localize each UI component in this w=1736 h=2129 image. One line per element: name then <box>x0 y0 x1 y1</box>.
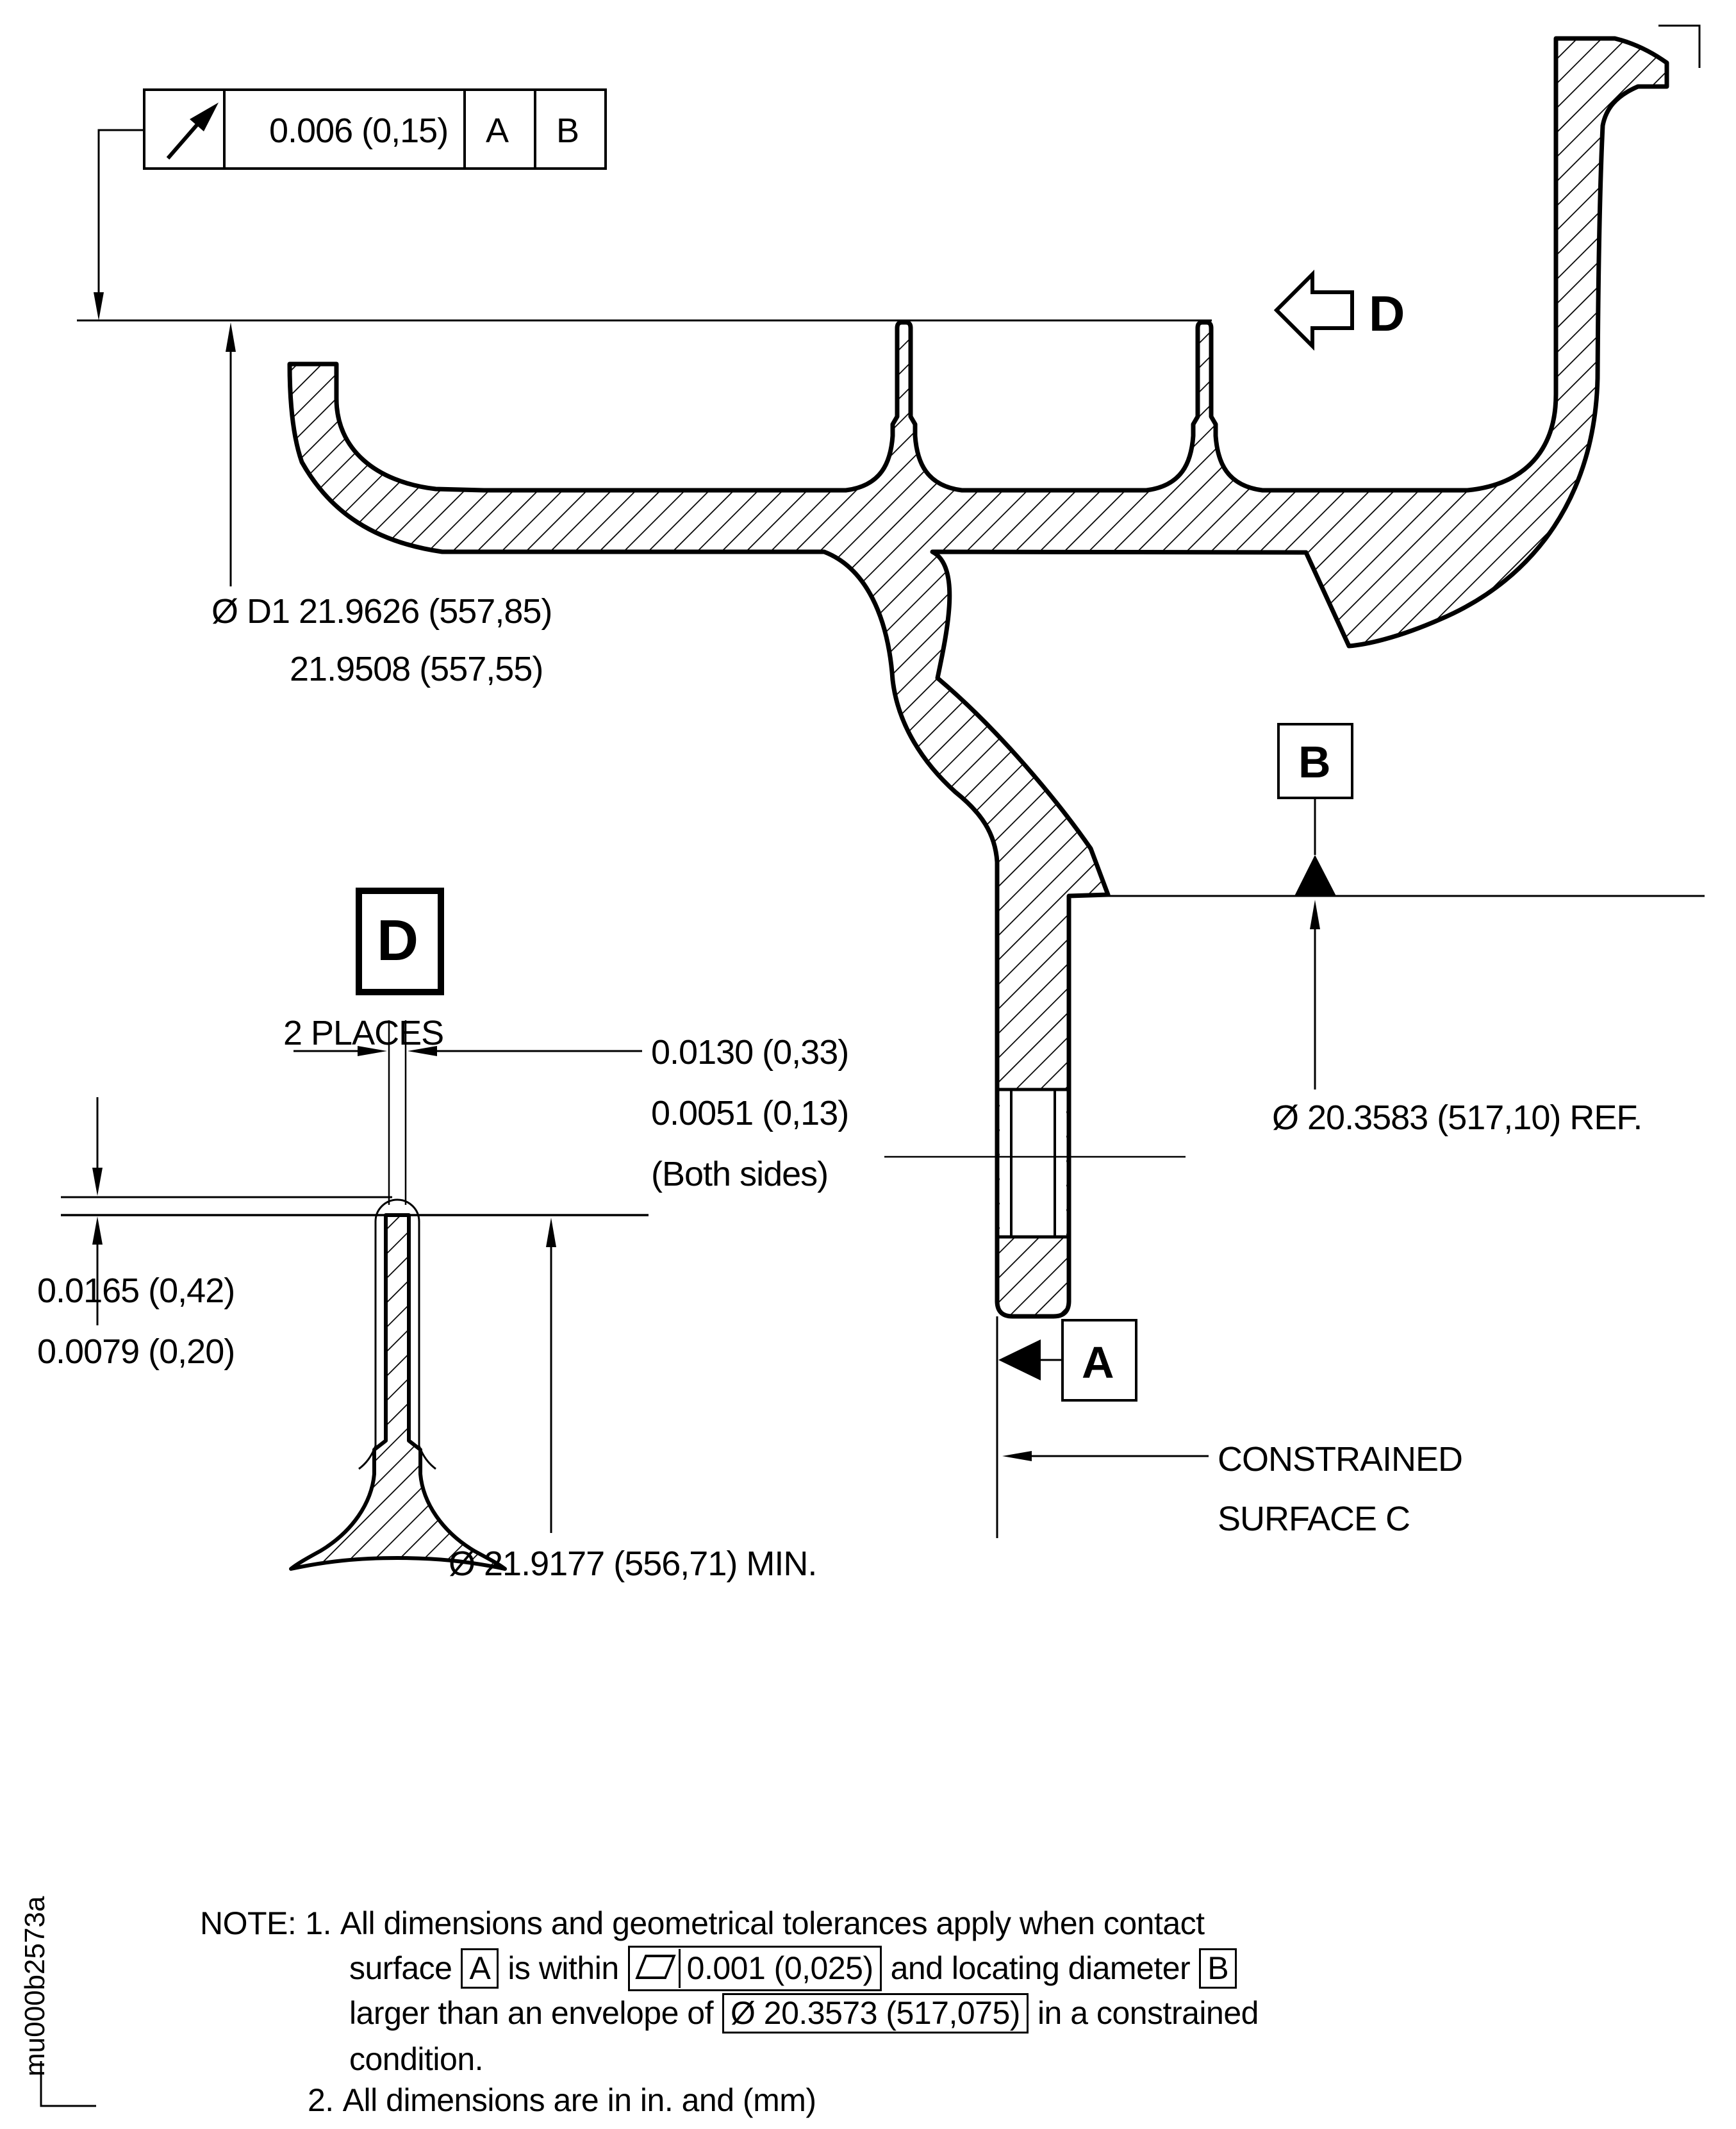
fin-width-min-text: 0.0051 (0,13) <box>651 1094 848 1132</box>
document-id: mu000b2573a <box>19 1896 51 2076</box>
detail-fin-section <box>289 1213 507 1571</box>
fin-width-max-text: 0.0130 (0,33) <box>651 1033 848 1072</box>
note-line-3: larger than an envelope of Ø 20.3573 (51… <box>349 1993 1259 2034</box>
note-flatness-frame: 0.001 (0,025) <box>627 1946 882 1991</box>
view-direction-arrow-icon <box>1273 269 1354 351</box>
up-arrow-icon <box>546 1218 556 1247</box>
leg-window <box>1000 1089 1066 1237</box>
datum-a-triangle-icon <box>998 1339 1041 1380</box>
note-prefix: NOTE: <box>200 1905 297 1941</box>
fcf-tolerance: 0.006 (0,15) <box>269 112 448 150</box>
note-1-text-2b: is within <box>508 1950 619 1987</box>
fcf-datum-primary: A <box>486 112 509 150</box>
fin-height-max-text: 0.0165 (0,42) <box>37 1272 235 1310</box>
left-arrow-icon <box>1002 1451 1032 1461</box>
note-line-1: NOTE: 1. All dimensions and geometrical … <box>200 1905 1205 1942</box>
note-envelope-box: Ø 20.3573 (517,075) <box>722 1993 1029 2034</box>
corner-mark-bottom-left <box>40 2061 96 2107</box>
detail-d-letter: D <box>377 909 418 973</box>
up-arrow-icon <box>1310 900 1320 929</box>
note-1-number: 1. <box>305 1905 331 1941</box>
datum-a-letter: A <box>1082 1338 1114 1388</box>
up-arrow-icon <box>226 322 236 352</box>
fcf-datum-secondary: B <box>556 112 579 150</box>
down-arrow-icon <box>92 1168 103 1196</box>
note-envelope-value: Ø 20.3573 (517,075) <box>730 1995 1020 2031</box>
note-2-text: All dimensions are in in. and (mm) <box>342 2082 816 2118</box>
note-datum-b-box: B <box>1199 1948 1237 1989</box>
right-arrow-icon <box>358 1046 387 1056</box>
left-arrow-icon <box>408 1046 437 1056</box>
note-1-text-4: condition. <box>349 2041 484 2077</box>
detail-d-box <box>356 888 444 995</box>
note-datum-a-letter: A <box>469 1950 491 1986</box>
note-2-number: 2. <box>308 2082 334 2118</box>
note-datum-a-box: A <box>461 1948 499 1989</box>
note-line-4: condition. <box>349 2041 484 2078</box>
view-d-label: D <box>1369 285 1404 342</box>
feature-control-frame <box>143 88 607 170</box>
note-1-text-2c: and locating diameter <box>890 1950 1191 1987</box>
note-flatness-value: 0.001 (0,025) <box>686 1950 873 1986</box>
constrained-text-line1: CONSTRAINED <box>1218 1440 1462 1479</box>
note-line-2: surface A is within 0.001 (0,025) and lo… <box>349 1946 1237 1991</box>
datum-b-triangle-icon <box>1294 855 1336 896</box>
d1-dim-text-line2: 21.9508 (557,55) <box>290 650 543 688</box>
circular-runout-icon <box>166 103 219 160</box>
ref-dia-text: Ø 20.3583 (517,10) REF. <box>1272 1098 1642 1137</box>
down-arrow-icon <box>94 292 104 320</box>
up-arrow-icon <box>92 1216 103 1245</box>
flatness-icon <box>634 1955 676 1979</box>
note-1-text-2a: surface <box>349 1950 452 1987</box>
note-1-text-3a: larger than an envelope of <box>349 1995 713 2032</box>
note-datum-b-letter: B <box>1207 1950 1229 1986</box>
flatness-symbol-cell <box>634 1949 681 1988</box>
constrained-text-line2: SURFACE C <box>1218 1500 1410 1538</box>
datum-a-box <box>1061 1319 1137 1402</box>
note-1-text-1: All dimensions and geometrical tolerance… <box>340 1905 1205 1941</box>
note-line-5: 2. All dimensions are in in. and (mm) <box>308 2082 816 2119</box>
fin-width-note-text: (Both sides) <box>651 1155 828 1193</box>
datum-b-letter: B <box>1298 737 1330 787</box>
d1-dim-text-line1: Ø D1 21.9626 (557,85) <box>211 592 552 631</box>
fin-height-min-text: 0.0079 (0,20) <box>37 1332 235 1371</box>
note-1-text-3b: in a constrained <box>1037 1995 1259 2032</box>
rim-cross-section <box>287 36 1669 1319</box>
min-dia-text: Ø 21.9177 (556,71) MIN. <box>449 1545 816 1583</box>
detail-places-text: 2 PLACES <box>283 1014 443 1052</box>
corner-mark-top-right <box>1658 24 1701 68</box>
fcf-leader-line <box>97 129 144 315</box>
